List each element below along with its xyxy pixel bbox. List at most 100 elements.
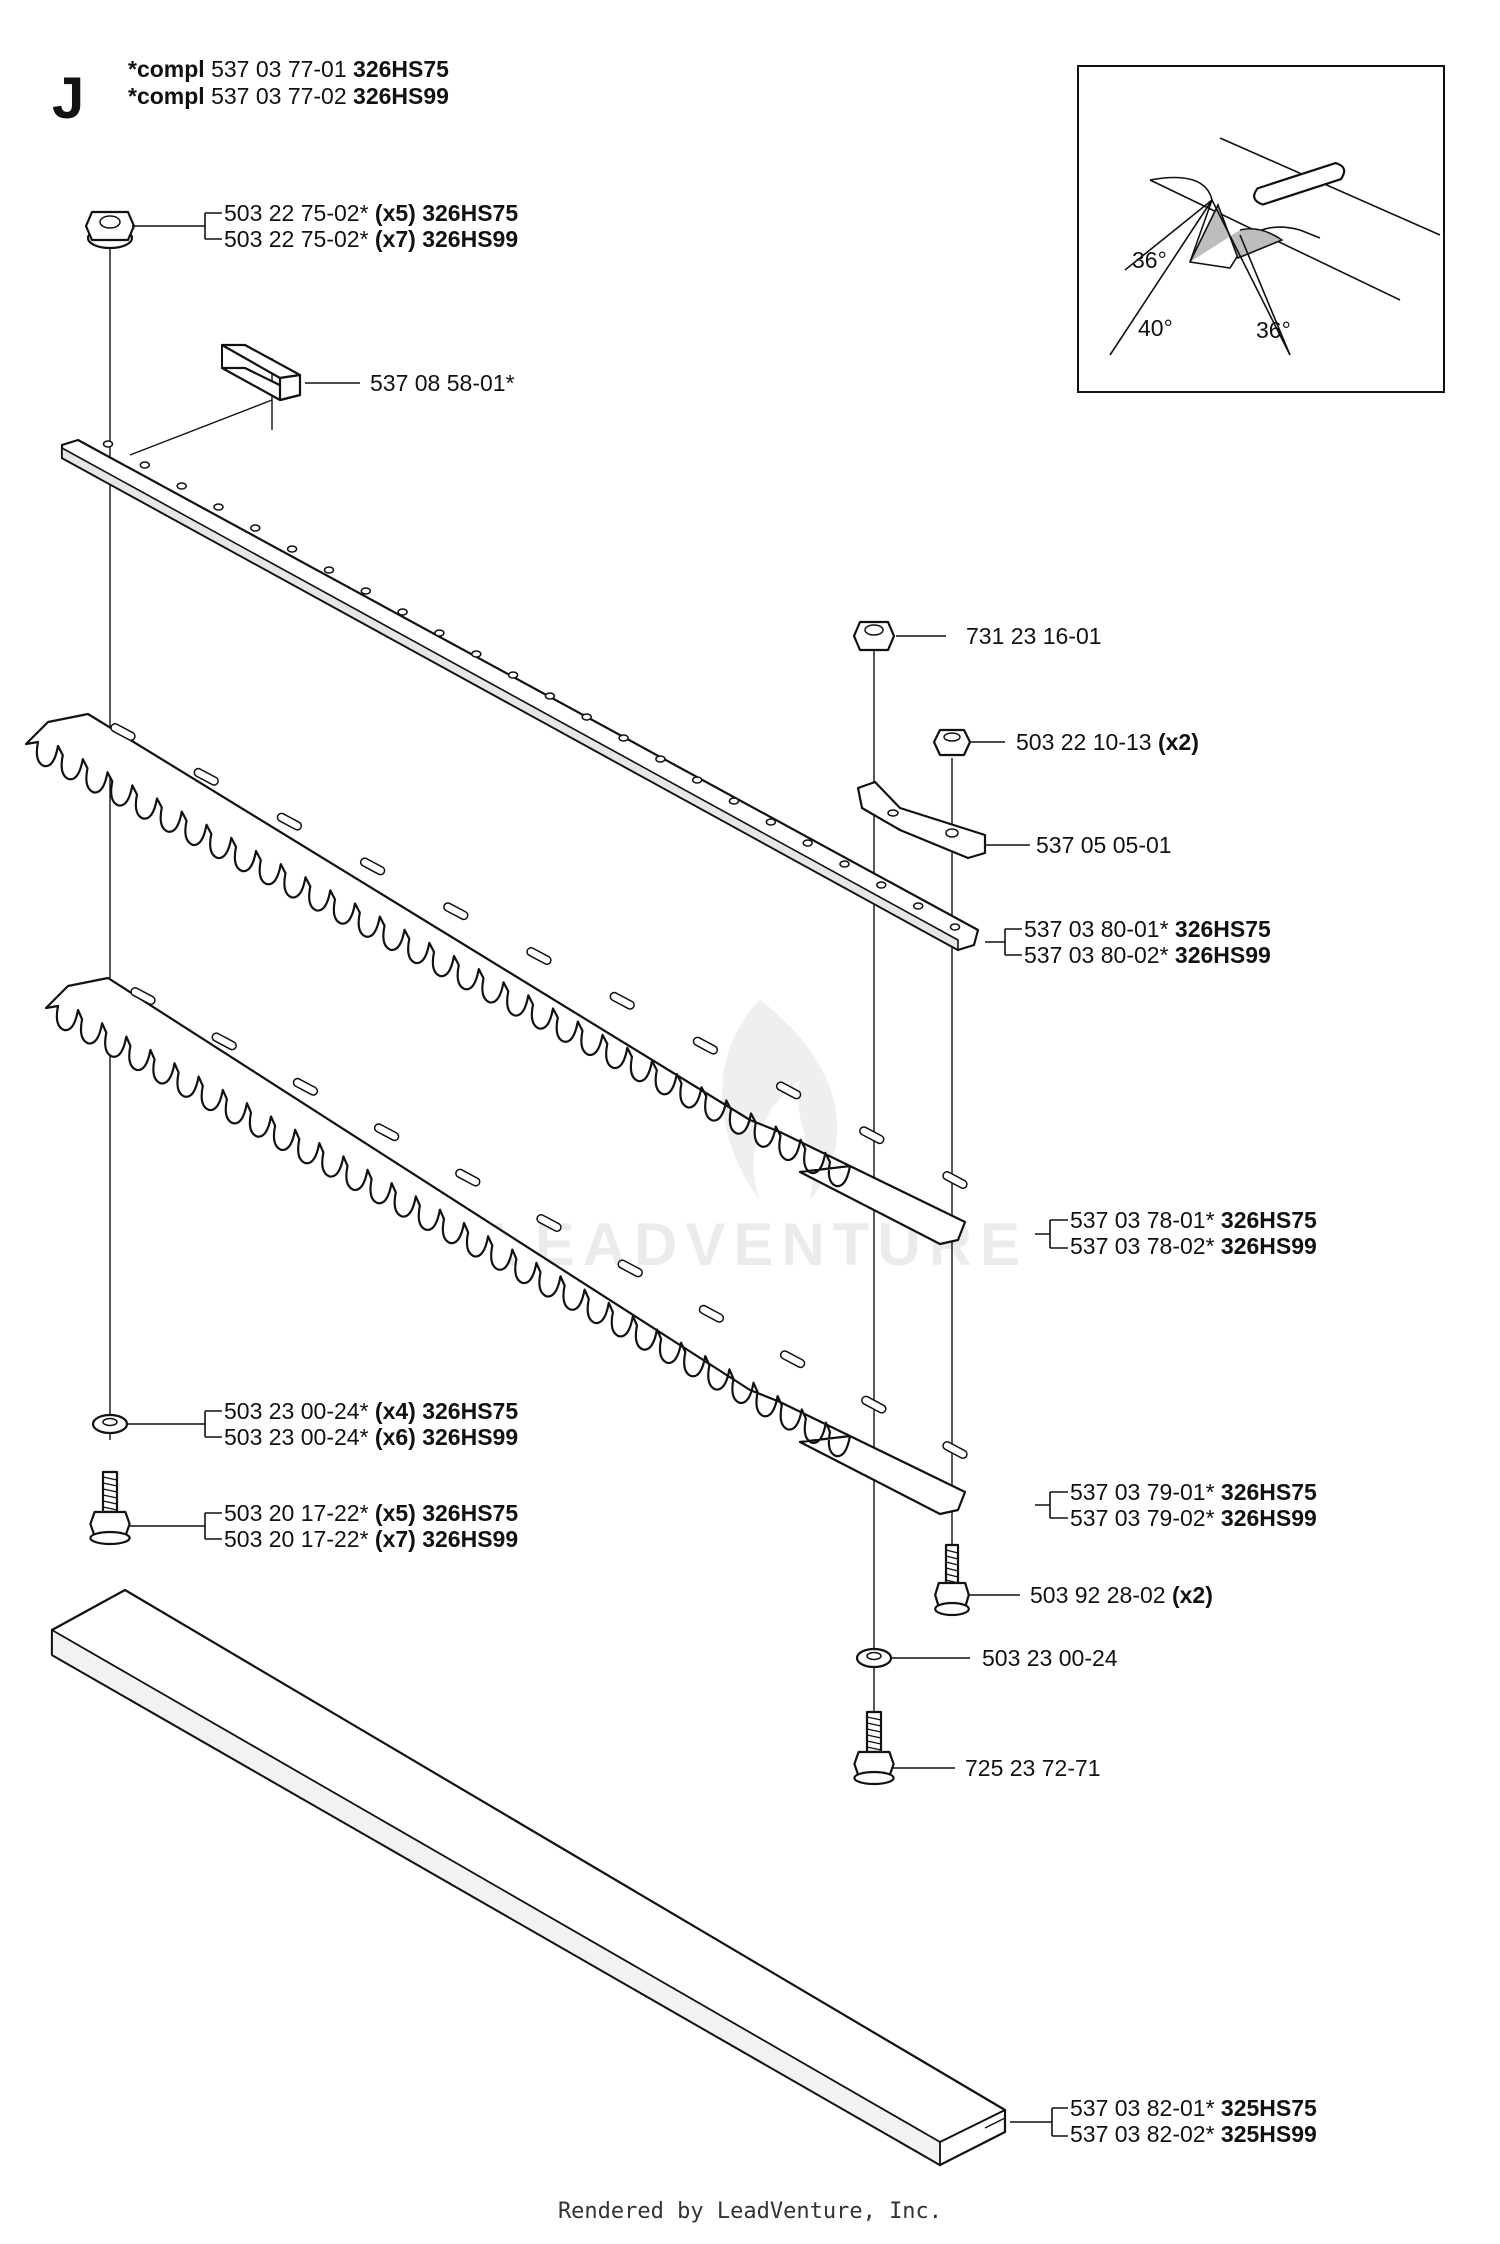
inset-angle-1: 36°: [1132, 247, 1167, 273]
callout-upper-blade-1: 537 03 78-01* 326HS75: [1070, 1207, 1317, 1233]
blade-slot: [455, 1168, 481, 1187]
blade-slot: [698, 1304, 725, 1323]
bar-hole: [507, 671, 519, 679]
blade-slot: [775, 1081, 802, 1100]
bar-hole: [434, 629, 445, 637]
compl-line-1: *compl 537 03 77-01 326HS75: [128, 56, 449, 82]
blade-slot: [942, 1441, 968, 1459]
screw-left: [89, 1470, 131, 1546]
screw-thread: [945, 1561, 959, 1566]
cover-bar: [60, 438, 980, 952]
screw-thread: [102, 1506, 118, 1511]
hardware: [84, 210, 987, 1786]
screw-thread: [945, 1573, 959, 1578]
callout-nut-small: 503 22 10-13 (x2): [1016, 729, 1199, 755]
callout-leaders: [128, 212, 1068, 2137]
bar-hole: [360, 587, 372, 595]
callout-nut-top-left-2: 503 22 75-02* (x7) 326HS99: [224, 226, 518, 252]
screw-thread: [866, 1740, 882, 1745]
callout-washer-right: 503 23 00-24: [982, 1645, 1118, 1671]
blade-slot: [536, 1214, 562, 1232]
guide-plate: [856, 780, 987, 860]
screw-thread: [102, 1476, 118, 1481]
screw-flange: [934, 1601, 970, 1617]
upper-blade: [24, 712, 968, 1246]
callout-screw-left-2: 503 20 17-22* (x7) 326HS99: [224, 1526, 518, 1552]
blade-slot: [609, 991, 635, 1010]
bar-hole: [655, 755, 666, 763]
bar-hole: [949, 923, 961, 931]
bar-hole: [250, 524, 261, 532]
inset-tooth-section: [1189, 202, 1284, 263]
bar-hole: [213, 503, 224, 511]
nut-right: [852, 620, 896, 652]
bar-hole: [876, 881, 887, 889]
blade-slot: [617, 1259, 643, 1278]
callout-upper-blade-2: 537 03 78-02* 326HS99: [1070, 1233, 1317, 1259]
screw-thread: [102, 1488, 118, 1493]
callout-lower-blade-2: 537 03 79-02* 326HS99: [1070, 1505, 1317, 1531]
callout-cover-bar-1: 537 03 80-01* 326HS75: [1024, 916, 1271, 942]
blade-slot: [443, 902, 469, 921]
bar-hole: [286, 545, 298, 553]
screw-right: [853, 1710, 895, 1786]
callout-clip: 537 08 58-01*: [370, 370, 515, 396]
screw-flange: [89, 1530, 131, 1546]
blade-slot: [211, 1032, 237, 1051]
assembly-lines: [109, 245, 953, 1720]
blade-guard: [50, 1588, 1007, 2167]
inset-frame: [1077, 65, 1445, 393]
callout-guide-plate: 537 05 05-01: [1036, 832, 1172, 858]
callout-blade-guard-2: 537 03 82-02* 325HS99: [1070, 2121, 1317, 2147]
screw-thread: [102, 1482, 118, 1487]
screw-thread: [945, 1549, 959, 1554]
screw-thread: [102, 1494, 118, 1499]
bar-hole: [102, 440, 114, 448]
bar-hole: [544, 692, 556, 700]
inset-detail: 36° 40° 36°: [1077, 65, 1445, 393]
section-letter: J: [52, 66, 84, 131]
blade-slot: [526, 947, 552, 965]
bar-hole: [581, 713, 592, 721]
section-header: J *compl 537 03 77-01 326HS75 *compl 537…: [52, 56, 449, 131]
screw-thread: [945, 1567, 959, 1572]
bar-hole: [323, 566, 335, 574]
callout-screw-right: 725 23 72-71: [965, 1755, 1101, 1781]
bar-hole: [691, 776, 703, 784]
screw-thread: [866, 1722, 882, 1727]
footer-credit: Rendered by LeadVenture, Inc.: [558, 2199, 942, 2224]
bar-hole: [139, 461, 151, 469]
inset-angle-2: 40°: [1138, 315, 1173, 341]
screw-thread: [102, 1500, 118, 1505]
screw-flange: [853, 1770, 895, 1786]
blade-slot: [359, 857, 386, 876]
lower-blade: [44, 976, 968, 1516]
blade-slot: [692, 1036, 719, 1055]
blade-slot: [942, 1171, 968, 1189]
inset-slot: [1253, 161, 1346, 206]
bar-hole: [912, 902, 924, 910]
blade-slot: [292, 1077, 319, 1096]
washer-left: [91, 1413, 129, 1435]
blade-slot: [130, 987, 156, 1005]
callout-screw-small: 503 92 28-02 (x2): [1030, 1582, 1213, 1608]
flange-nut-top-left: [84, 210, 136, 250]
blade-slot: [859, 1126, 885, 1145]
callout-cover-bar-2: 537 03 80-02* 326HS99: [1024, 942, 1271, 968]
washer-right: [855, 1647, 893, 1669]
callout-washer-left-2: 503 23 00-24* (x6) 326HS99: [224, 1424, 518, 1450]
blade-slot: [193, 767, 219, 786]
callout-screw-left-1: 503 20 17-22* (x5) 326HS75: [224, 1500, 518, 1526]
screw-thread: [866, 1734, 882, 1739]
nut-small: [932, 728, 972, 757]
callout-nut-right: 731 23 16-01: [966, 623, 1102, 649]
bar-hole: [618, 734, 629, 742]
bar-hole: [397, 608, 408, 616]
blade-slot: [110, 723, 136, 741]
inset-angle-3: 36°: [1256, 317, 1291, 343]
callout-lower-blade-1: 537 03 79-01* 326HS75: [1070, 1479, 1317, 1505]
bar-hole: [728, 797, 740, 805]
callout-washer-left-1: 503 23 00-24* (x4) 326HS75: [224, 1398, 518, 1424]
bar-hole: [765, 818, 777, 826]
blade-slot: [276, 812, 303, 831]
